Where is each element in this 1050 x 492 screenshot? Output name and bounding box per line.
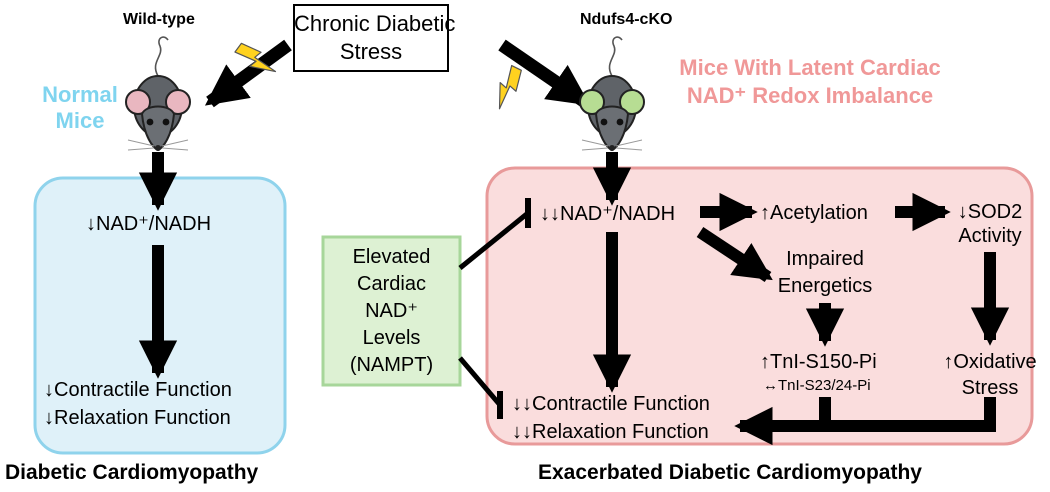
wt-contractile-function: ↓Contractile Function: [44, 379, 232, 401]
ko-relaxation-function: ↓↓Relaxation Function: [512, 421, 709, 443]
arrow-stress-to-knockout: [498, 39, 591, 108]
energetics-node: Impaired Energetics: [765, 246, 885, 300]
intervention-label: Elevated Cardiac NAD⁺ Levels (NAMPT): [323, 244, 460, 379]
sod2-line-2: Activity: [958, 225, 1022, 247]
chronic-stress-box: [293, 4, 449, 72]
wild-type-genotype-label: Wild-type: [123, 11, 195, 28]
sod2-node: ↓SOD2 Activity: [940, 200, 1040, 248]
intervention-line-3: NAD⁺: [365, 300, 418, 322]
energetics-line-1: Impaired: [786, 248, 864, 270]
intervention-line-5: (NAMPT): [349, 354, 434, 376]
energetics-line-2: Energetics: [777, 275, 873, 297]
inhibition-line-function: [458, 356, 502, 407]
wt-nad-ratio: ↓NAD⁺/NADH: [86, 213, 212, 235]
latent-imbalance-label: Mice With Latent Cardiac NAD⁺ Redox Imba…: [650, 54, 970, 110]
lightning-bolt-icon: [498, 64, 522, 110]
lightning-bolt-icon: [234, 42, 277, 73]
normal-mice-line-2: Mice: [55, 108, 105, 133]
intervention-line-2: Cardiac: [357, 273, 426, 295]
normal-mice-line-1: Normal: [42, 82, 118, 107]
intervention-box: [321, 235, 462, 387]
intervention-line-1: Elevated: [352, 246, 431, 268]
oxidative-line-2: Stress: [961, 377, 1019, 399]
inhibition-line-nad: [458, 211, 530, 270]
intervention-line-4: Levels: [362, 327, 421, 349]
ko-contractile-function: ↓↓Contractile Function: [512, 393, 710, 415]
latent-imbalance-line-2: NAD⁺ Redox Imbalance: [686, 83, 934, 108]
knockout-genotype-label: Ndufs4-cKO: [580, 11, 673, 28]
arrow-stress-to-wild-type: [204, 39, 292, 108]
normal-mice-label: Normal Mice: [30, 82, 130, 134]
acetylation-node: ↑Acetylation: [760, 202, 868, 224]
chronic-stress-label: Chronic Diabetic Stress: [294, 10, 456, 66]
merge-connector: [819, 397, 996, 432]
sod2-line-1: ↓SOD2: [957, 201, 1023, 223]
stress-line-2: Stress: [339, 39, 403, 64]
tni-s23-node: ↔TnI-S23/24-Pi: [763, 377, 871, 394]
oxidative-line-1: ↑Oxidative: [943, 351, 1037, 373]
ko-outcome-title: Exacerbated Diabetic Cardiomyopathy: [538, 461, 922, 484]
oxidative-stress-node: ↑Oxidative Stress: [930, 349, 1050, 401]
stress-line-1: Chronic Diabetic: [294, 11, 456, 36]
ko-nad-ratio: ↓↓NAD⁺/NADH: [540, 203, 676, 225]
latent-imbalance-line-1: Mice With Latent Cardiac: [679, 55, 941, 80]
tni-s150-node: ↑TnI-S150-Pi: [760, 351, 877, 373]
mouse-icon: [125, 36, 191, 152]
wt-relaxation-function: ↓Relaxation Function: [44, 407, 231, 429]
arrow-nad-to-energetics: [696, 226, 773, 283]
mouse-icon: [579, 36, 645, 152]
wt-outcome-title: Diabetic Cardiomyopathy: [5, 461, 259, 484]
